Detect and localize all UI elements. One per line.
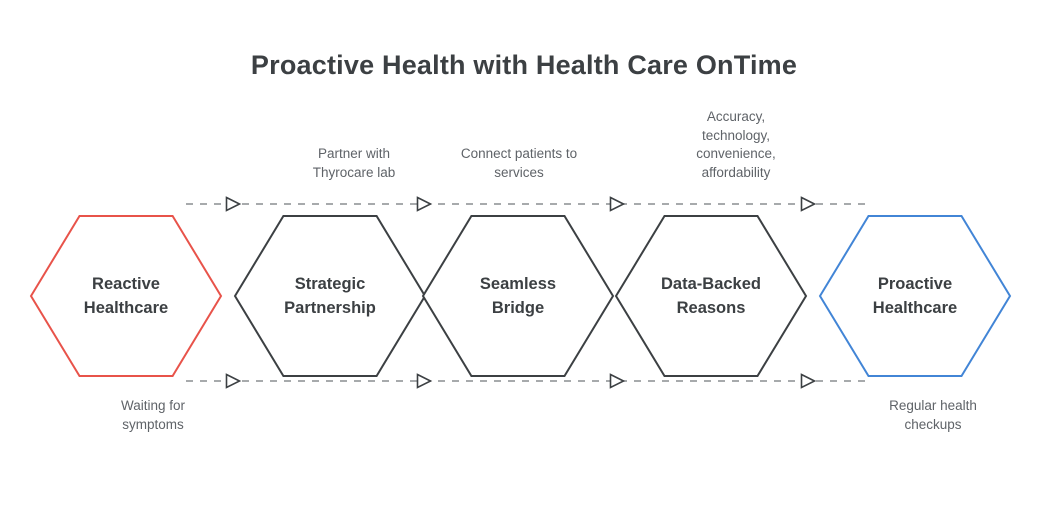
annotation-line: symptoms: [122, 416, 184, 432]
hexagon-proactive-healthcare[interactable]: [818, 215, 1012, 377]
arrowhead-bottom-3: [609, 373, 626, 389]
annotation-line: checkups: [904, 416, 962, 432]
annotation-line: Connect patients to: [460, 146, 578, 161]
annotation-waiting-for-symptoms: Waiting for symptoms: [63, 397, 243, 434]
hexagon-data-backed-reasons[interactable]: [614, 215, 808, 377]
page-title: Proactive Health with Health Care OnTime: [250, 50, 798, 80]
annotation-regular-health-checkups: Regular health checkups: [843, 397, 1023, 434]
annotation-line: Thyrocare lab: [312, 164, 396, 180]
arrowhead-top-1: [225, 196, 242, 212]
arrowhead-bottom-2: [416, 373, 433, 389]
arrowhead-bottom-4: [800, 373, 817, 389]
annotation-line: services: [494, 164, 544, 180]
connectors-layer: [186, 196, 868, 389]
annotation-connect-patients-to-services: Connect patients to services: [429, 145, 609, 182]
annotation-accuracy-technology-convenience-affordability: Accuracy, technology, convenience, affordab…: [646, 108, 826, 182]
hexagon-strategic-partnership[interactable]: [233, 215, 427, 377]
annotation-line: Regular health: [889, 398, 977, 413]
annotation-line: Waiting for: [120, 398, 186, 413]
arrowhead-bottom-1: [225, 373, 242, 389]
annotation-line: Partner with: [317, 146, 391, 161]
arrowhead-top-2: [416, 196, 433, 212]
arrowhead-top-4: [800, 196, 817, 212]
annotation-line: technology,: [701, 127, 771, 143]
hexagon-reactive-healthcare[interactable]: [29, 215, 223, 377]
annotation-line: convenience,: [696, 146, 776, 161]
hexagons-layer: [29, 215, 1012, 377]
annotation-line: affordability: [701, 164, 771, 180]
hexagon-seamless-bridge[interactable]: [421, 215, 615, 377]
annotation-line: Accuracy,: [706, 109, 766, 124]
arrowhead-top-3: [609, 196, 626, 212]
